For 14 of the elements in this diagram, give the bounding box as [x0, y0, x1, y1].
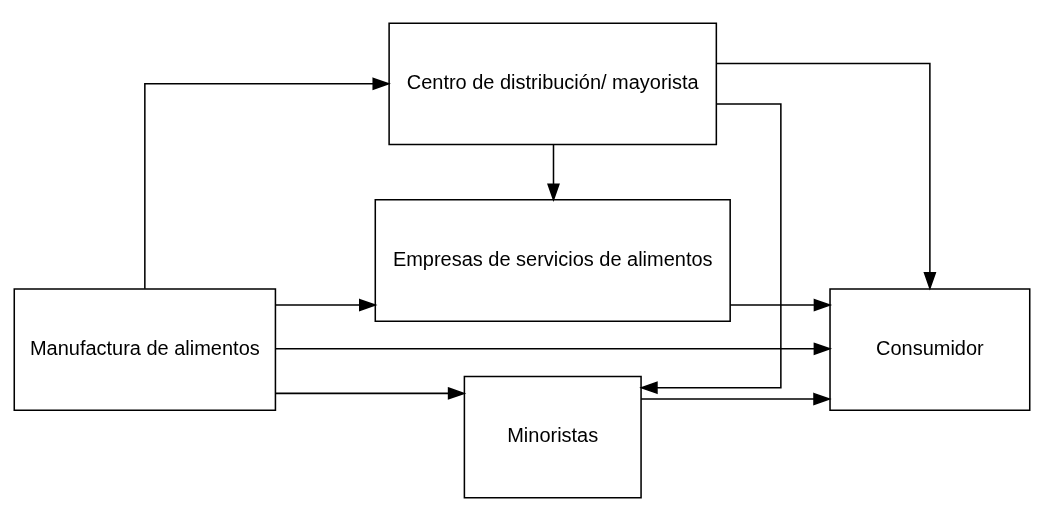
node-box: Manufactura de alimentos — [13, 288, 277, 412]
arrow — [274, 386, 467, 400]
arrow — [729, 298, 833, 312]
arrow — [639, 103, 782, 395]
arrow — [547, 143, 560, 202]
node-box: Minoristas — [463, 375, 642, 499]
arrow — [715, 62, 937, 291]
node-box: Consumidor — [829, 288, 1031, 412]
node-box: Empresas de servicios de alimentos — [374, 199, 731, 322]
arrow — [275, 342, 833, 356]
arrow — [274, 298, 378, 312]
arrow — [640, 392, 832, 406]
node-box: Centro de distribución/ mayorista — [388, 22, 718, 146]
arrow — [144, 77, 391, 290]
